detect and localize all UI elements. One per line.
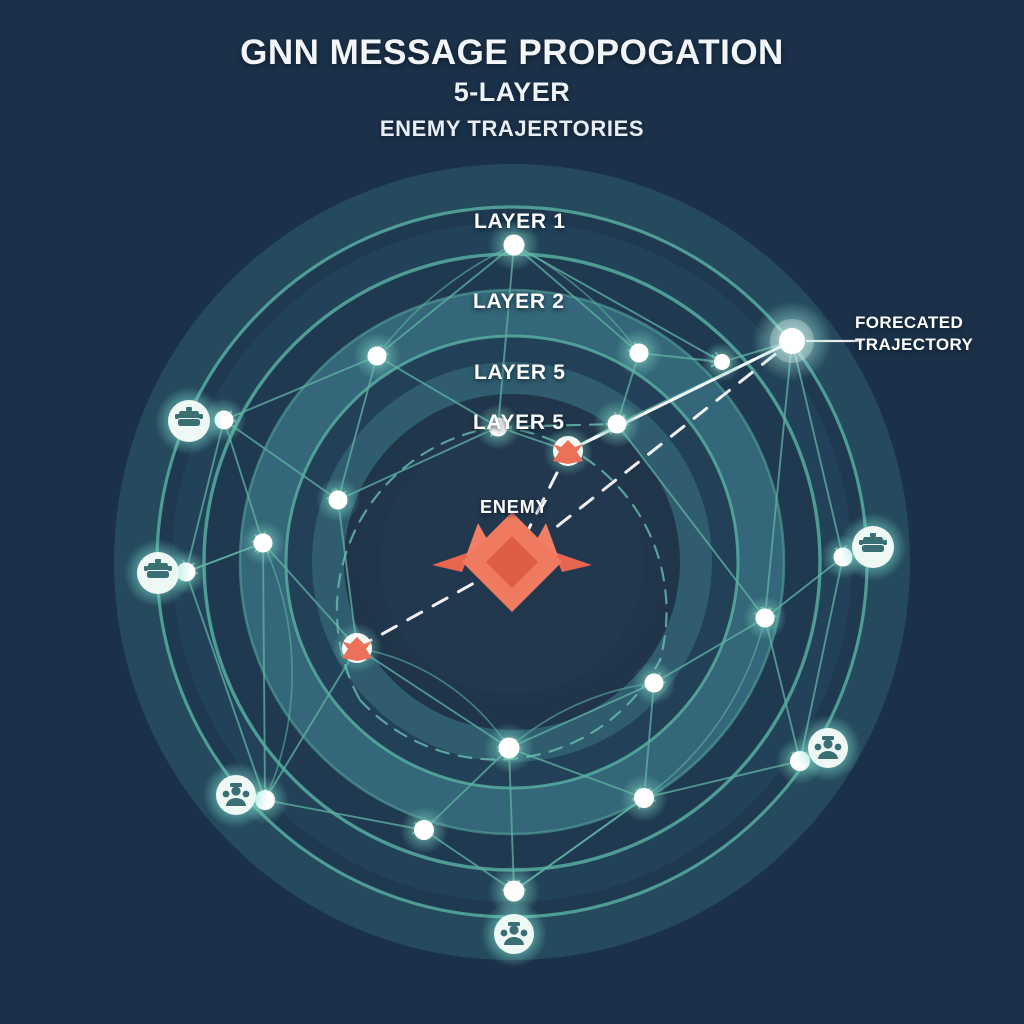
node[interactable] bbox=[400, 806, 448, 854]
troops-icon bbox=[814, 736, 842, 759]
node[interactable] bbox=[615, 329, 663, 377]
node[interactable] bbox=[488, 219, 540, 271]
unit-badge-tank[interactable] bbox=[124, 539, 192, 607]
node[interactable] bbox=[620, 774, 668, 822]
graph-nodes bbox=[164, 219, 865, 917]
enemy-glyph-small bbox=[342, 637, 372, 661]
unit-icon-badges bbox=[124, 387, 907, 967]
node[interactable] bbox=[316, 478, 360, 522]
unit-badge-troops[interactable] bbox=[481, 901, 547, 967]
node[interactable] bbox=[475, 404, 521, 450]
node-forecast-origin[interactable] bbox=[752, 301, 832, 381]
enemy-marker[interactable] bbox=[432, 512, 592, 612]
node[interactable] bbox=[593, 400, 641, 448]
enemy-waypoint-nodes bbox=[332, 426, 593, 673]
tank-icon bbox=[144, 559, 172, 578]
troops-icon bbox=[222, 783, 250, 806]
node[interactable] bbox=[241, 521, 285, 565]
node[interactable] bbox=[743, 596, 787, 640]
enemy-waypoint-node[interactable] bbox=[332, 623, 382, 673]
unit-badge-troops[interactable] bbox=[203, 762, 269, 828]
tank-icon bbox=[859, 533, 887, 552]
unit-badge-tank[interactable] bbox=[155, 387, 223, 455]
enemy-glyph-small bbox=[553, 440, 583, 464]
troops-icon bbox=[500, 922, 528, 945]
unit-badge-troops[interactable] bbox=[795, 715, 861, 781]
node[interactable] bbox=[702, 342, 742, 382]
node[interactable] bbox=[484, 723, 534, 773]
unit-badge-tank[interactable] bbox=[839, 513, 907, 581]
tank-icon bbox=[175, 407, 203, 426]
ring-layer-4 bbox=[284, 334, 740, 790]
enemy-waypoint-node[interactable] bbox=[543, 426, 593, 476]
node[interactable] bbox=[353, 332, 401, 380]
node[interactable] bbox=[632, 661, 676, 705]
